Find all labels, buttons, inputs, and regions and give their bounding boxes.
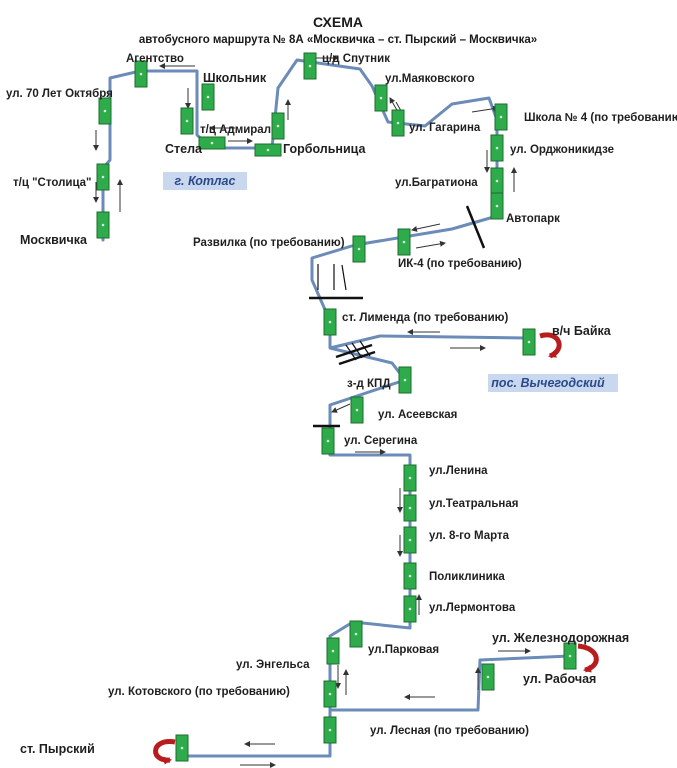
stop-marker-kotovskogo — [323, 680, 337, 708]
area-label-vychegodsky: пос. Вычегодский — [491, 376, 605, 390]
stop-label-kotovskogo: ул. Котовского (по требованию) — [108, 686, 290, 698]
stop-marker-aseevskaya — [350, 396, 364, 424]
diagram-title: СХЕМА — [313, 14, 363, 30]
stop-label-lesnaya: ул. Лесная (по требованию) — [370, 725, 529, 737]
stop-label-ordzhonikidze: ул. Орджоникидзе — [510, 144, 614, 156]
stop-marker-razvilka — [352, 235, 366, 263]
stop-marker-8marta — [403, 526, 417, 554]
stop-marker-moskvichka — [96, 211, 110, 239]
stop-marker-gorbolnitsa — [254, 143, 282, 157]
route-line-branch-bayka — [329, 334, 526, 350]
stop-marker-admiral-2 — [180, 107, 194, 135]
stop-marker-mayakovskogo — [374, 84, 388, 112]
stop-label-parkovaya: ул.Парковая — [368, 644, 439, 656]
stop-marker-ordzhonikidze — [490, 134, 504, 162]
stop-label-shkola4: Школа № 4 (по требованию) — [524, 112, 677, 124]
stop-marker-stela — [198, 136, 226, 150]
stop-marker-sputnik — [303, 52, 317, 80]
stop-label-lermontova: ул.Лермонтова — [429, 602, 516, 614]
stop-marker-agentstvo — [134, 60, 148, 88]
stop-label-limenda: ст. Лименда (по требованию) — [342, 312, 508, 324]
stop-label-avtopark: Автопарк — [506, 213, 560, 225]
area-label-kotlas: г. Котлас — [175, 174, 236, 188]
stop-marker-bagrationa — [490, 167, 504, 195]
stop-label-mayakovskogo: ул.Маяковского — [385, 73, 475, 85]
stop-marker-ik4 — [397, 228, 411, 256]
stop-label-admiral: т/ц Адмирал — [200, 124, 271, 136]
stop-label-sputnik: ц/д Спутник — [322, 53, 390, 65]
stop-marker-kpd — [398, 366, 412, 394]
direction-arrows — [93, 55, 531, 768]
stop-marker-lermontova — [403, 595, 417, 623]
stop-label-pyrsky: ст. Пырский — [20, 742, 95, 756]
stop-marker-pyrsky — [175, 734, 189, 762]
stop-marker-admiral — [271, 112, 285, 140]
stop-marker-limenda — [323, 308, 337, 336]
route-line-branch-lesnaya — [330, 654, 571, 712]
stop-label-shkolnik: Школьник — [203, 71, 267, 85]
stop-marker-70let — [98, 97, 112, 125]
stop-label-ik4: ИК-4 (по требованию) — [398, 258, 522, 270]
stop-marker-poliklinika — [403, 562, 417, 590]
stop-marker-lesnaya — [323, 716, 337, 744]
stop-label-agentstvo: Агентство — [126, 53, 184, 65]
stop-marker-shkola4 — [494, 103, 508, 131]
stop-label-razvilka: Развилка (по требованию) — [193, 237, 345, 249]
stop-marker-avtopark — [490, 192, 504, 220]
stop-marker-rabochaya — [481, 663, 495, 691]
stop-label-lenina: ул.Ленина — [429, 465, 488, 477]
stop-label-rabochaya: ул. Рабочая — [523, 672, 596, 686]
stop-label-gagarina: ул. Гагарина — [409, 122, 481, 134]
stop-marker-zheleznodorozhnaya — [563, 642, 577, 670]
stop-marker-lenina — [403, 464, 417, 492]
stop-label-zheleznodorozhnaya: ул. Железнодорожная — [492, 631, 629, 645]
stop-label-kpd: з-д КПД — [347, 378, 391, 390]
stop-marker-parkovaya — [349, 620, 363, 648]
stop-markers — [96, 52, 577, 762]
stop-label-70let: ул. 70 Лет Октября — [6, 88, 113, 100]
area-label-kotlas-bg — [163, 172, 247, 190]
stop-marker-gagarina — [391, 109, 405, 137]
diagram-subtitle: автобусного маршрута № 8А «Москвичка – с… — [139, 34, 537, 46]
stop-label-stela: Стела — [165, 142, 203, 156]
turnaround-bayka-icon — [539, 332, 562, 359]
stop-label-teatralnaya: ул.Театральная — [429, 498, 518, 510]
stop-marker-teatralnaya — [403, 494, 417, 522]
stop-marker-bayka — [522, 328, 536, 356]
turnaround-pyrsky-icon — [153, 739, 176, 765]
railway-crossing-ticks — [317, 264, 371, 361]
stop-label-aseevskaya: ул. Асеевская — [378, 409, 457, 421]
stop-label-bagrationa: ул.Багратиона — [395, 177, 478, 189]
stop-marker-seregina — [321, 427, 335, 455]
turnaround-zheleznodorozhnaya-icon — [577, 643, 599, 673]
stop-label-poliklinika: Поликлиника — [429, 571, 505, 583]
stop-marker-shkolnik — [201, 83, 215, 111]
stop-label-moskvichka: Москвичка — [20, 233, 88, 247]
stop-marker-engelsa — [326, 637, 340, 665]
stop-label-seregina: ул. Серегина — [344, 435, 418, 447]
area-label-vychegodsky-bg — [488, 374, 618, 392]
stop-marker-stolitsa — [96, 163, 110, 191]
stop-label-bayka: в/ч Байка — [552, 324, 612, 338]
stop-label-engelsa: ул. Энгельса — [236, 659, 310, 671]
stop-label-stolitsa: т/ц "Столица" — [13, 177, 92, 189]
stop-label-gorbolnitsa: Горбольница — [283, 142, 366, 156]
stop-label-8marta: ул. 8-го Марта — [429, 530, 510, 542]
